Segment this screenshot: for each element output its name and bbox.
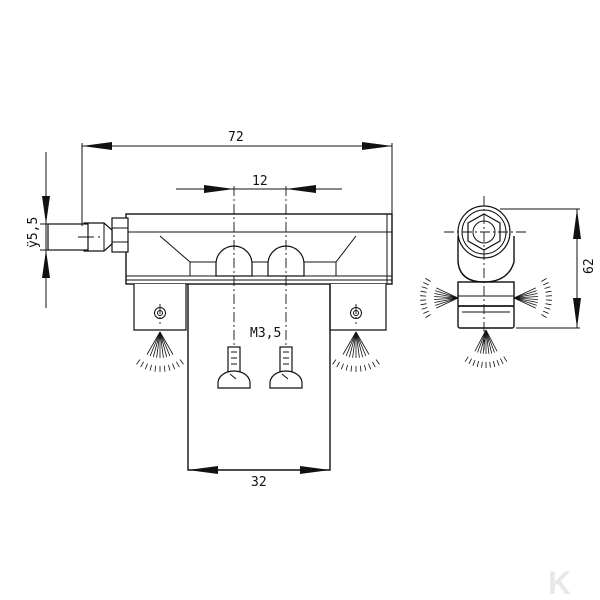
housing-body xyxy=(125,213,393,285)
bracket xyxy=(187,284,331,471)
dimension-62: 62 xyxy=(500,208,597,329)
mounting-ear-right xyxy=(329,284,387,331)
spray-pattern-right xyxy=(332,331,380,372)
screw-label: M3,5 xyxy=(250,326,281,341)
screw-right xyxy=(269,346,303,389)
dimension-12: 12 xyxy=(176,174,342,193)
inlet-fitting xyxy=(47,217,129,253)
dim-32-label: 32 xyxy=(251,475,267,490)
dimension-inlet: ÿ5,5 xyxy=(26,152,50,308)
dim-12-label: 12 xyxy=(252,174,268,189)
dim-inlet-label: ÿ5,5 xyxy=(26,217,41,248)
dim-62-label: 62 xyxy=(582,258,597,274)
dimension-32: 32 xyxy=(188,466,330,490)
dimension-72: 72 xyxy=(81,130,393,226)
screw-left xyxy=(217,346,251,389)
front-view: M3,5 72 12 32 xyxy=(26,130,393,490)
spray-pattern-side-right xyxy=(513,278,552,318)
spray-pattern-side-left xyxy=(420,278,459,318)
spray-pattern-side-bottom xyxy=(464,329,508,368)
side-view: 62 xyxy=(420,196,597,368)
brand-logo: K xyxy=(548,565,571,600)
dim-72-label: 72 xyxy=(228,130,244,145)
svg-text:K: K xyxy=(548,565,571,600)
spray-pattern-left xyxy=(136,331,184,372)
